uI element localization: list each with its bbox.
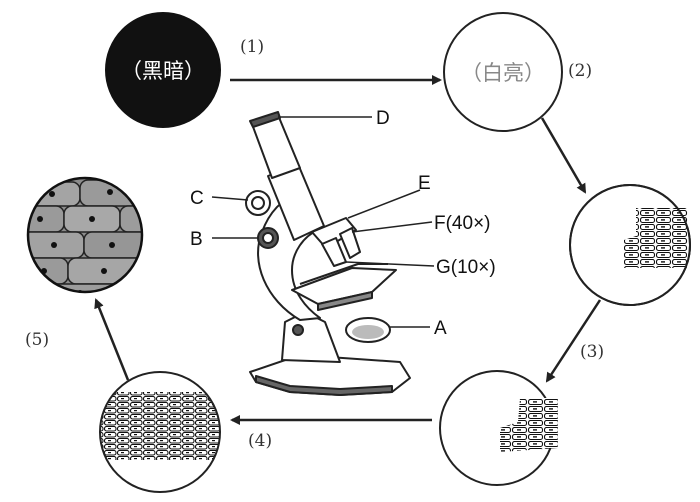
view-dark-circle: （黑暗） <box>105 12 221 128</box>
cell-patch-edge <box>624 208 688 268</box>
cell-field-low <box>100 392 220 460</box>
step-2-label: (2) <box>568 61 592 81</box>
arrow-2-to-3 <box>540 117 587 194</box>
leader-E <box>347 189 421 219</box>
part-label-F: F(40×) <box>434 213 491 234</box>
nosepiece <box>311 217 357 249</box>
step-1-label: (1) <box>240 37 264 57</box>
cell-patch-center <box>500 398 558 452</box>
microscope-base-edge <box>255 375 393 396</box>
part-label-E: E <box>418 173 431 194</box>
view-cells-full-circle <box>99 371 221 493</box>
microscope-stage <box>291 267 397 305</box>
part-label-D: D <box>376 108 390 129</box>
step-3-label: (3) <box>580 342 604 362</box>
inclination-joint <box>292 324 304 336</box>
step-5-label: (5) <box>25 330 49 350</box>
view-cells-center-circle <box>439 370 558 486</box>
objective-high <box>339 227 361 259</box>
leader-F <box>351 221 433 233</box>
leader-G <box>345 261 435 267</box>
part-label-C: C <box>190 188 204 209</box>
view-cells-high-mag-circle <box>26 176 144 294</box>
part-label-G: G(10×) <box>436 257 496 278</box>
view-bright-circle: （白亮） <box>443 12 563 132</box>
part-label-A: A <box>434 318 447 339</box>
arrow-4-to-5 <box>94 298 130 381</box>
arrow-3-down <box>545 299 602 383</box>
leader-lines <box>211 116 435 328</box>
step-4-label: (4) <box>248 431 272 451</box>
leader-C <box>211 196 249 201</box>
view-cells-edge-circle <box>569 184 691 306</box>
part-label-B: B <box>190 229 203 250</box>
view-dark-label: （黑暗） <box>121 59 205 83</box>
eyepiece-top <box>249 111 281 128</box>
view-bright-label: （白亮） <box>461 61 545 85</box>
microscope <box>245 111 411 396</box>
stage-edge <box>317 291 373 311</box>
